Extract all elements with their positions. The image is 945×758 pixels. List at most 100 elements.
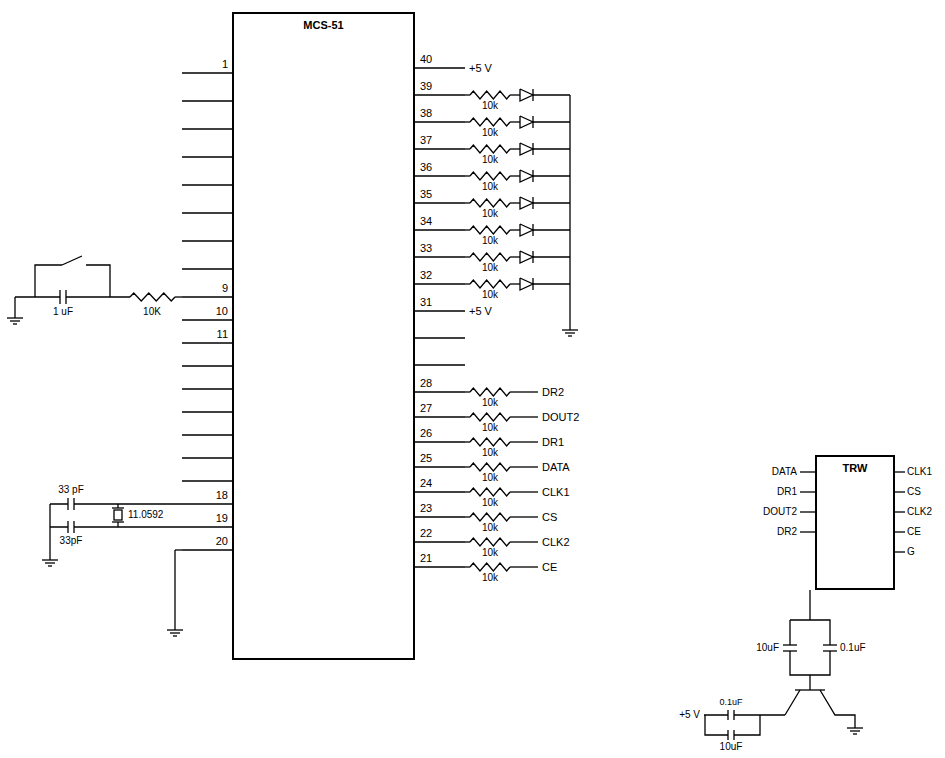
capacitor-symbol [65, 290, 66, 304]
pin-line [895, 491, 905, 492]
module-box: TRW [815, 455, 895, 590]
wire-gap [728, 733, 734, 737]
wire [809, 675, 810, 690]
pin-line [182, 240, 232, 241]
led-symbol [520, 89, 533, 101]
switch-symbol [86, 265, 110, 297]
wire [510, 175, 520, 176]
pin-line [800, 471, 815, 472]
pin-line [415, 256, 465, 257]
chip-name: TRW [817, 457, 893, 474]
wire [465, 466, 470, 467]
resistor-value: 10k [482, 448, 498, 458]
wire [465, 516, 470, 517]
signal-name: CS [542, 512, 557, 523]
regulator-symbol [785, 690, 800, 715]
ground-symbol [173, 635, 177, 636]
resistor-symbol [470, 253, 510, 261]
pin-number: 33 [420, 243, 432, 254]
wire [465, 441, 470, 442]
wire [704, 714, 785, 715]
wire [465, 416, 470, 417]
ground-symbol [853, 733, 857, 734]
resistor-symbol [470, 172, 510, 180]
pin-name: DR2 [777, 527, 797, 537]
pin-number: 9 [222, 283, 228, 294]
pin-name: CLK2 [907, 507, 932, 517]
pin-number: 26 [420, 428, 432, 439]
pin-line [415, 121, 465, 122]
component-value: 1 uF [53, 307, 73, 317]
pin-line [415, 566, 465, 567]
wire [174, 550, 175, 630]
signal-name: DOUT2 [542, 412, 579, 423]
pin-number: 34 [420, 216, 432, 227]
resistor-value: 10k [482, 101, 498, 111]
led-symbol [520, 278, 533, 290]
component-value: 11.0592 [128, 510, 163, 520]
resistor-value: 10k [482, 236, 498, 246]
resistor-symbol [470, 413, 510, 421]
capacitor-symbol [727, 710, 728, 720]
supply-label: +5 V [469, 63, 492, 74]
led-symbol [520, 170, 533, 182]
pin-line [415, 416, 465, 417]
wire [510, 416, 538, 417]
pin-number: 36 [420, 162, 432, 173]
pin-line [182, 457, 232, 458]
pin-line [182, 526, 232, 527]
pin-line [895, 471, 905, 472]
pin-number: 31 [420, 297, 432, 308]
wire [510, 466, 538, 467]
pin-line [800, 511, 815, 512]
resistor-symbol [470, 226, 510, 234]
capacitor-symbol [823, 650, 837, 651]
ground-symbol [562, 329, 578, 330]
wire [510, 148, 520, 149]
wire [705, 715, 760, 735]
pin-line [182, 319, 232, 320]
pin-line [415, 175, 465, 176]
wire [533, 256, 570, 257]
pin-number: 1 [222, 59, 228, 70]
pin-name: DATA [772, 467, 797, 477]
pin-line [182, 549, 232, 550]
pin-number: 22 [420, 528, 432, 539]
signal-name: DATA [542, 462, 570, 473]
component-value: 0.1uF [840, 643, 866, 653]
wire [510, 283, 520, 284]
wire [465, 391, 470, 392]
wire [175, 549, 182, 550]
ground-symbol [48, 565, 52, 566]
pin-line [182, 388, 232, 389]
pin-number: 18 [216, 490, 228, 501]
pin-line [415, 148, 465, 149]
pin-number: 28 [420, 378, 432, 389]
wire [510, 121, 520, 122]
wire [175, 296, 182, 297]
pin-number: 11 [217, 329, 228, 340]
pin-line [895, 551, 905, 552]
wire [533, 229, 570, 230]
wire [510, 391, 538, 392]
wire [510, 491, 538, 492]
led-bus [569, 95, 570, 330]
led-symbol [520, 251, 533, 263]
led-symbol [520, 116, 533, 128]
wire-gap [60, 295, 66, 299]
pin-line [415, 94, 465, 95]
resistor-symbol [130, 293, 175, 301]
led-symbol [520, 143, 533, 155]
resistor-symbol [470, 199, 510, 207]
component-value: 0.1uF [719, 698, 742, 707]
resistor-value: 10k [482, 473, 498, 483]
wire [510, 541, 538, 542]
pin-line [800, 491, 815, 492]
resistor-value: 10k [482, 498, 498, 508]
wire [465, 202, 470, 203]
ground-symbol [170, 632, 180, 633]
wire-gap [728, 713, 734, 717]
regulator-symbol [820, 690, 855, 728]
